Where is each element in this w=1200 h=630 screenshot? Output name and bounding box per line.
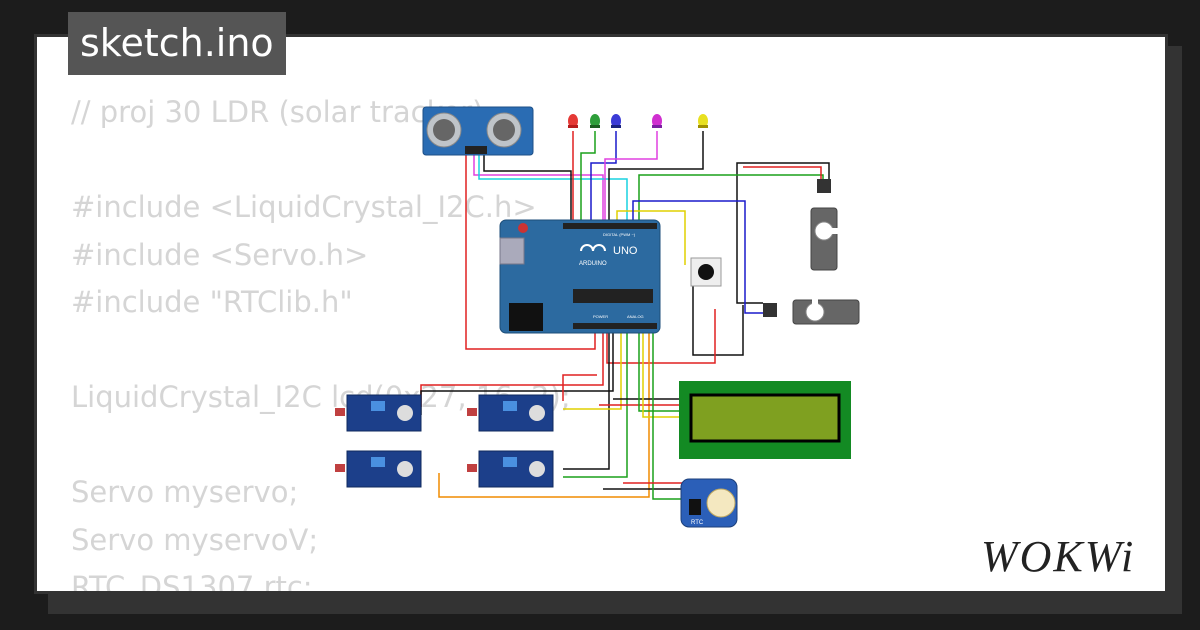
ldr-module-4 (467, 450, 554, 488)
wire-servo-top-red (743, 166, 822, 181)
analog-label: ANALOG (627, 314, 644, 319)
ldr-module-3 (335, 450, 422, 488)
code-preview: // proj 30 LDR (solar tracker) #include … (71, 89, 571, 594)
wire-ldr2-black (563, 331, 610, 470)
led-green (590, 114, 600, 128)
wire-ldr2-red (562, 374, 597, 401)
wire-magenta (473, 153, 604, 227)
wires (420, 131, 830, 500)
circuit-diagram: UNO ARDUINO DIGITAL (PWM ~) ANALOG POWER (335, 106, 860, 528)
rtc-module: RTC (680, 478, 738, 528)
code-line: #include <Servo.h> (71, 237, 369, 272)
leds (568, 114, 708, 128)
code-line: Servo myservoV; (71, 522, 319, 557)
servo-top (810, 179, 858, 271)
wire-servo-bottom-black (692, 283, 744, 356)
arduino-label: ARDUINO (579, 261, 607, 267)
wire-servo-blue (632, 200, 765, 314)
wire-rtc-green (652, 331, 683, 500)
wire-led-green (580, 131, 596, 227)
wire-ldr2-yellow (563, 331, 622, 410)
rtc-label: RTC (691, 520, 704, 526)
wire-yellow-button (616, 210, 686, 265)
code-line: #include <LiquidCrystal_I2C.h> (71, 190, 537, 224)
lcd-display (679, 381, 851, 459)
pushbutton (690, 257, 722, 287)
wire-led-blue (590, 131, 617, 227)
power-label: POWER (593, 314, 608, 319)
digital-label: DIGITAL (PWM ~) (603, 232, 636, 237)
wire-led-magenta (604, 131, 658, 227)
led-yellow (698, 114, 708, 128)
ldr-module-2 (467, 394, 554, 432)
wire-ldr-orange (438, 331, 650, 498)
led-blue (611, 114, 621, 128)
project-card[interactable]: // proj 30 LDR (solar tracker) #include … (34, 34, 1168, 594)
wire-black (483, 153, 572, 227)
code-line: RTC_DS1307 rtc; (71, 570, 313, 594)
ultrasonic-sensor (422, 106, 534, 156)
wire-lcd-yellow (642, 331, 679, 418)
arduino-uno: UNO ARDUINO DIGITAL (PWM ~) ANALOG POWER (499, 219, 661, 334)
wire-servo-bottom-red (606, 309, 716, 364)
wire-ldr2-green (563, 331, 628, 478)
uno-label: UNO (613, 245, 638, 257)
wire-cyan (478, 153, 628, 227)
code-line: #include "RTClib.h" (71, 285, 353, 319)
wire-red (465, 153, 596, 350)
ldr-module-1 (335, 394, 422, 432)
wokwi-logo: WOKWi (981, 532, 1136, 581)
servo-bottom (763, 280, 860, 325)
wire-led-yellow (608, 131, 704, 227)
led-red (568, 114, 578, 128)
file-tab[interactable]: sketch.ino (68, 12, 286, 75)
led-magenta (652, 114, 662, 128)
wire-lcd-green (638, 331, 679, 412)
code-line: Servo myservo; (71, 475, 299, 509)
